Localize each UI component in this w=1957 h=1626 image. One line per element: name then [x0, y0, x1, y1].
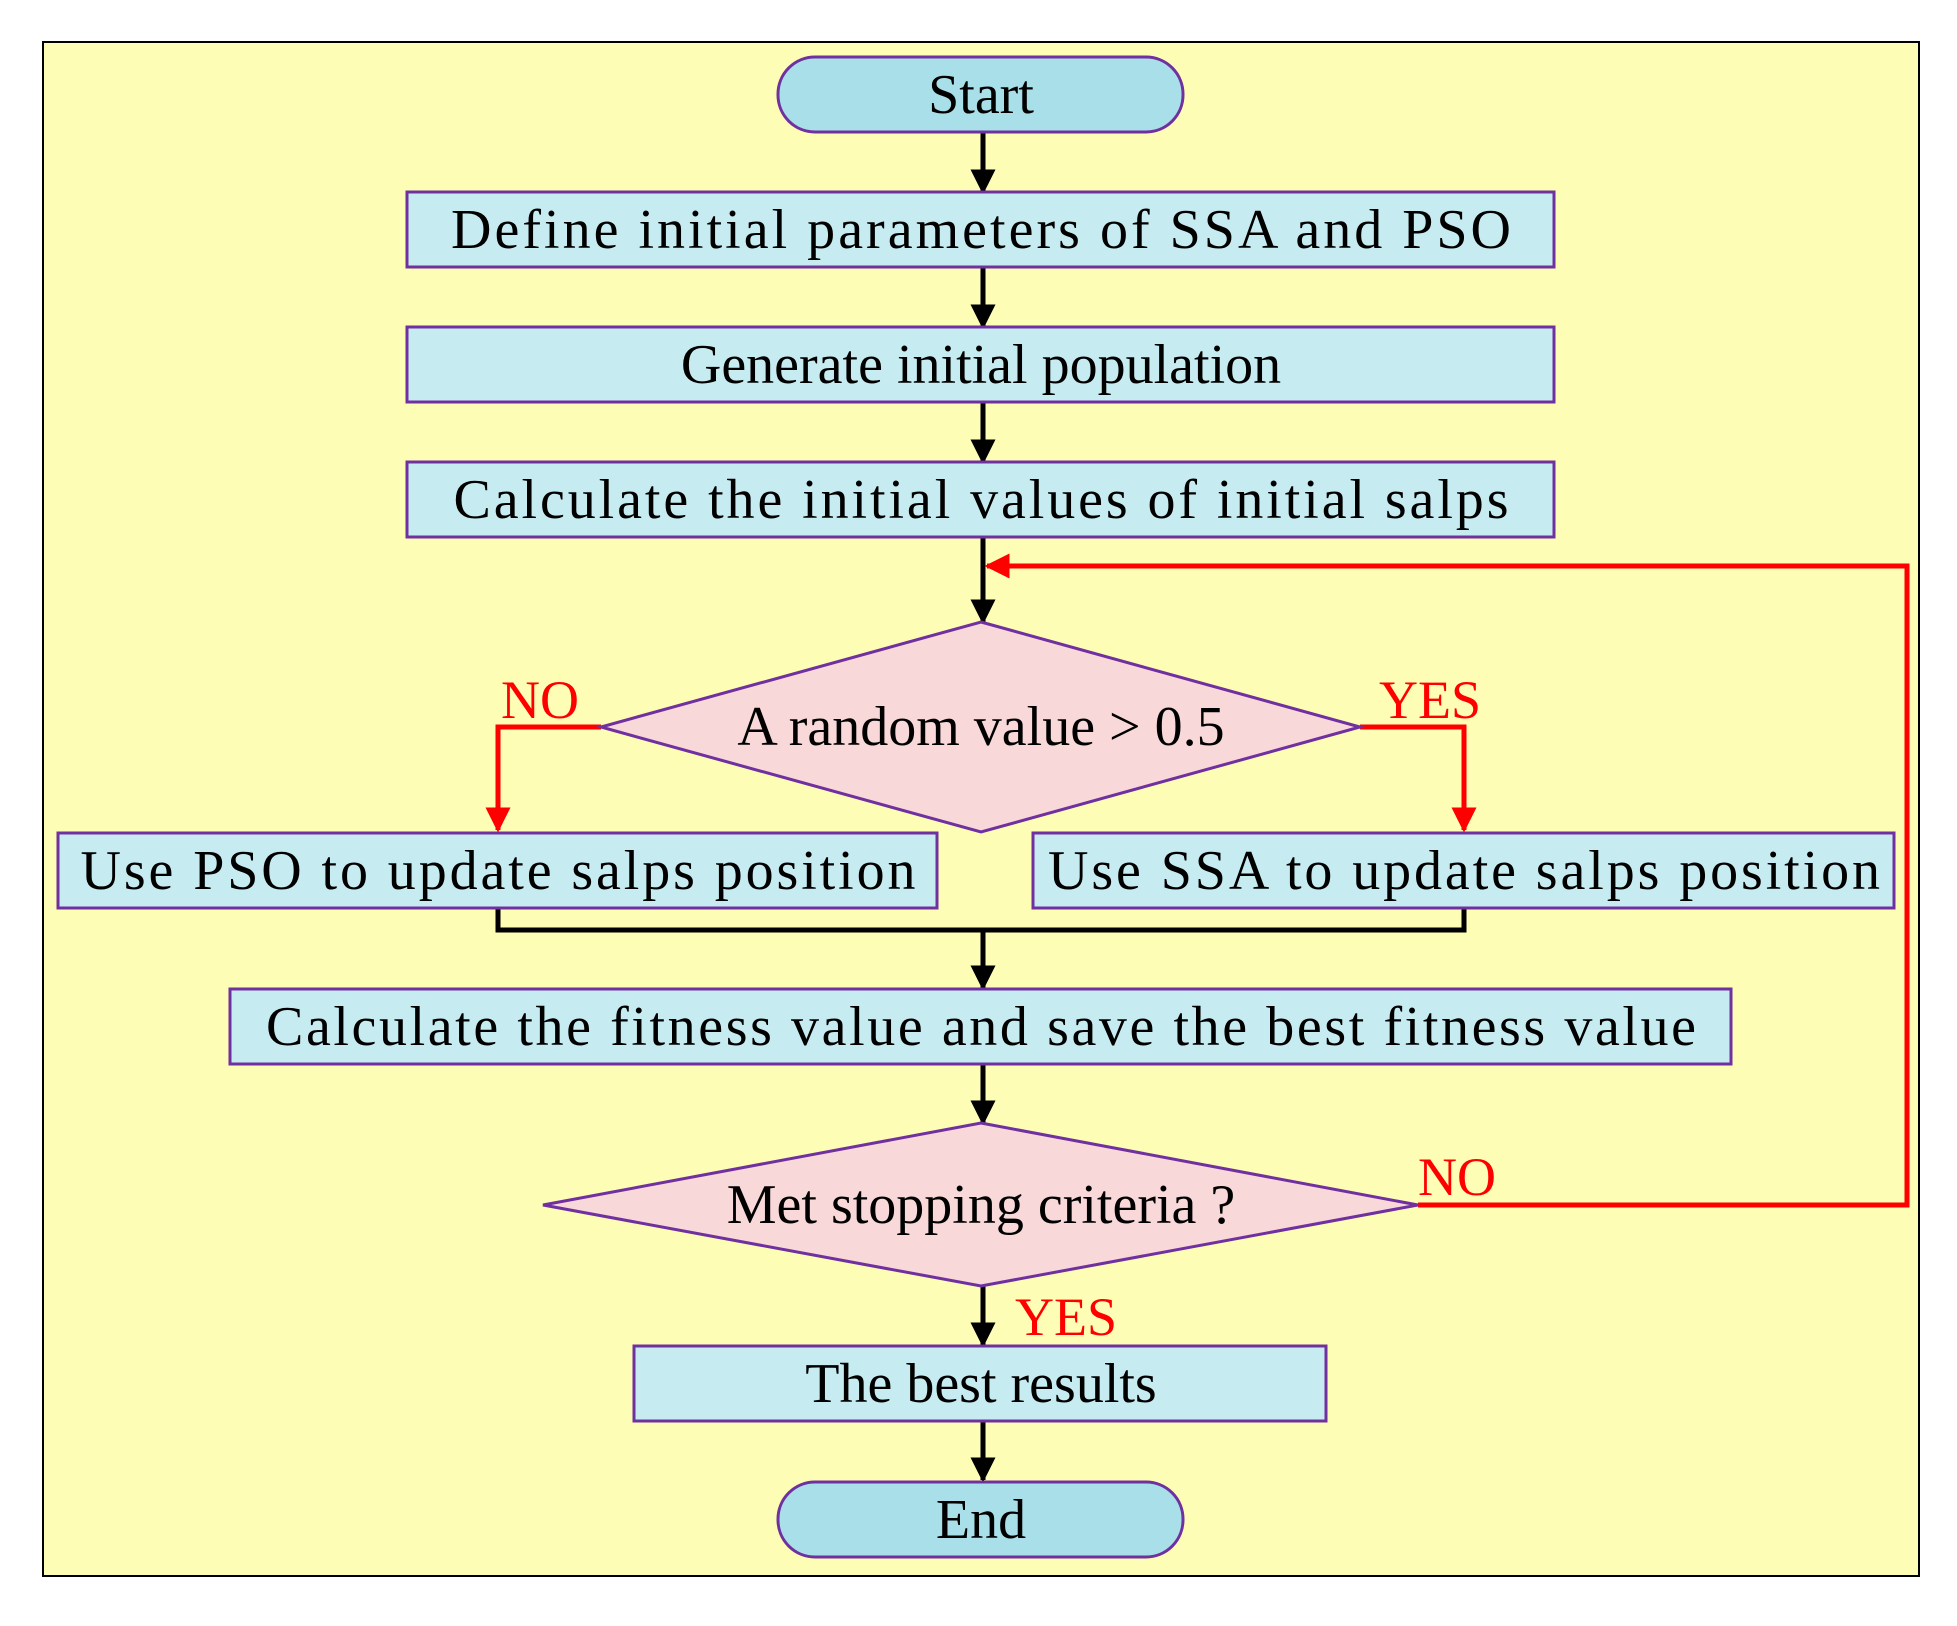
- random-decision-diamond: [595, 620, 1366, 834]
- stop-decision-label: Met stopping criteria ?: [727, 1174, 1236, 1236]
- best-results-label: The best results: [805, 1353, 1156, 1415]
- calc-fitness-box: [228, 987, 1733, 1066]
- start-label: Start: [928, 64, 1034, 126]
- calc-initial-box: [405, 460, 1556, 539]
- arrow-random-no-to-pso: [485, 724, 601, 833]
- stop-no-label: NO: [1418, 1147, 1496, 1207]
- stop-decision-diamond: [542, 1121, 1419, 1288]
- stop-yes-label: YES: [1015, 1287, 1117, 1347]
- best-results-box: [632, 1344, 1328, 1423]
- define-params-box: [405, 190, 1556, 269]
- random-no-label: NO: [501, 670, 579, 730]
- generate-pop-box: [405, 325, 1556, 404]
- random-yes-label: YES: [1379, 670, 1481, 730]
- start-terminal: [776, 55, 1185, 134]
- use-ssa-box: [1031, 831, 1896, 910]
- calc-fitness-label: Calculate the fitness value and save the…: [266, 996, 1696, 1058]
- random-decision-label: A random value > 0.5: [737, 696, 1224, 758]
- define-params-label: Define initial parameters of SSA and PSO: [451, 199, 1511, 261]
- calc-initial-label: Calculate the initial values of initial …: [454, 469, 1509, 531]
- end-label: End: [936, 1489, 1026, 1551]
- arrow-stop-no-loop-back: [984, 553, 1910, 1208]
- use-ssa-label: Use SSA to update salps position: [1048, 840, 1880, 902]
- generate-pop-label: Generate initial population: [681, 334, 1281, 396]
- use-pso-label: Use PSO to update salps position: [81, 840, 916, 902]
- arrow-random-yes-to-ssa: [1360, 724, 1477, 833]
- use-pso-box: [56, 831, 939, 910]
- end-terminal: [776, 1480, 1185, 1559]
